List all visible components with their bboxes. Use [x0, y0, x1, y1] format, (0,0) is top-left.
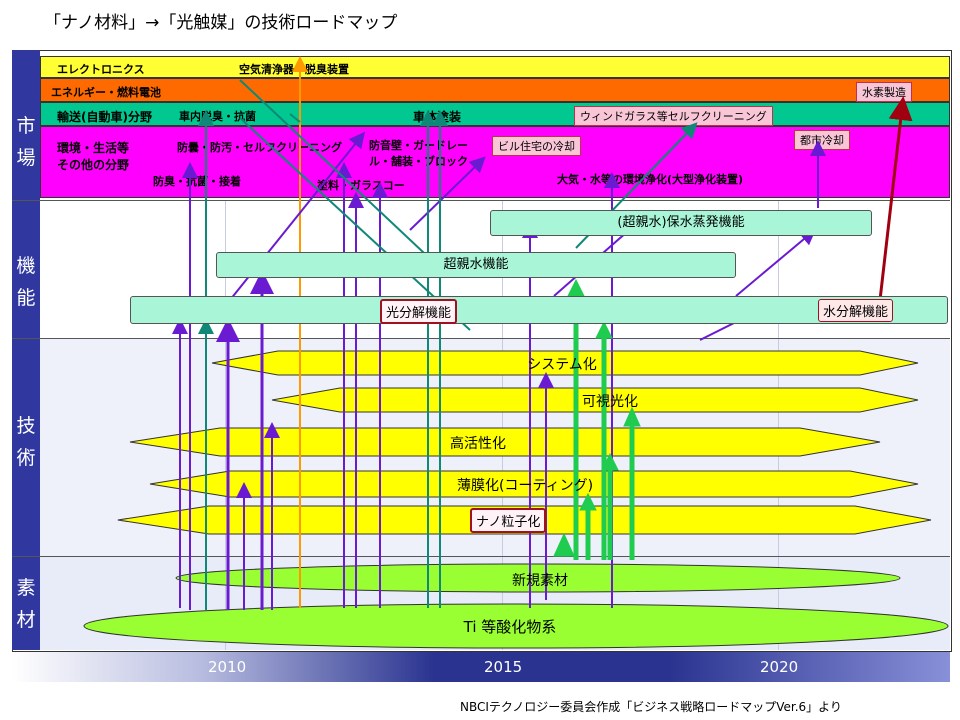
- row-label-market-text: 市場: [16, 115, 36, 169]
- tech-thinfilm-label: 薄膜化(コーティング): [456, 478, 594, 494]
- source-note: NBCIテクノロジー委員会作成「ビジネス戦略ロードマップVer.6」より: [460, 700, 842, 714]
- row-label-material: 素材: [12, 572, 40, 636]
- purple-arrow-group: [172, 131, 826, 610]
- market-bar-electronics: エレクトロニクス 空気清浄器・脱臭装置: [40, 56, 950, 78]
- function-bar-hydrophilic: 超親水機能: [216, 252, 736, 278]
- year-label-2020: 2020: [760, 658, 799, 676]
- time-axis: [12, 652, 950, 682]
- separator-function-technology: [12, 338, 950, 339]
- function-bar-super-water: (超親水)保水蒸発機能: [490, 210, 872, 236]
- year-label-2015: 2015: [484, 658, 523, 676]
- grid-line-2010: [225, 200, 226, 650]
- market-env-line2: その他の分野: [57, 158, 130, 172]
- grid-line-2020: [778, 200, 779, 650]
- arrow-red: [878, 96, 913, 301]
- market-bar-energy: エネルギー・燃料電池: [40, 78, 950, 102]
- separator-technology-material: [12, 556, 950, 557]
- page-title: 「ナノ材料」→「光触媒」の技術ロードマップ: [44, 13, 398, 33]
- year-label-2010: 2010: [208, 658, 247, 676]
- row-label-technology-text: 技術: [16, 415, 36, 469]
- row-header-column: [12, 50, 40, 650]
- market-transport-label: 輸送(自動車)分野: [57, 110, 152, 124]
- market-building-box: ビル住宅の冷却: [492, 136, 581, 156]
- market-window-box: ウィンドガラス等セルフクリーニング: [574, 106, 773, 126]
- green-arrow-group: [553, 278, 641, 560]
- market-electronics-label: エレクトロニクス: [57, 63, 145, 76]
- market-env-line1: 環境・生活等: [57, 141, 130, 155]
- market-soundwall-line2: ル・舗装・ブロック: [369, 155, 468, 168]
- row-label-function-text: 機能: [16, 255, 36, 309]
- separator-market-function: [12, 200, 950, 201]
- tech-activity-label: 高活性化: [450, 436, 506, 452]
- market-soundwall-line1: 防音壁・ガードレー: [369, 139, 468, 152]
- market-air-water-label: 大気・水等の環境浄化(大型浄化装置): [557, 173, 744, 186]
- tech-system-label: システム化: [527, 357, 597, 373]
- tech-visible-label: 可視光化: [582, 394, 638, 410]
- grid-line-2015: [502, 200, 503, 650]
- row-label-market: 市場: [12, 110, 40, 174]
- material-new-label: 新規素材: [512, 573, 568, 589]
- function-photolysis-box: 光分解機能: [380, 299, 458, 324]
- row-label-technology: 技術: [12, 410, 40, 474]
- function-super-water-label: (超親水)保水蒸発機能: [617, 215, 745, 230]
- tech-hexagon-thinfilm: [149, 470, 919, 498]
- material-ti-label: Ti 等酸化物系: [463, 618, 557, 636]
- tech-hexagon-activity: [129, 427, 881, 457]
- material-ellipse-ti: [83, 603, 949, 649]
- market-deodor-label: 防臭・抗菌・接着: [153, 175, 241, 188]
- function-water-split-box: 水分解機能: [818, 299, 894, 322]
- function-hydrophilic-label: 超親水機能: [443, 257, 509, 272]
- tech-nano-box: ナノ粒子化: [470, 508, 547, 533]
- tech-hexagon-visible: [271, 387, 919, 413]
- market-energy-label: エネルギー・燃料電池: [51, 86, 161, 99]
- row-label-material-text: 素材: [16, 577, 36, 631]
- row-label-function: 機能: [12, 250, 40, 314]
- function-bar-photolysis: [130, 296, 948, 324]
- tech-hexagon-system: [211, 350, 919, 376]
